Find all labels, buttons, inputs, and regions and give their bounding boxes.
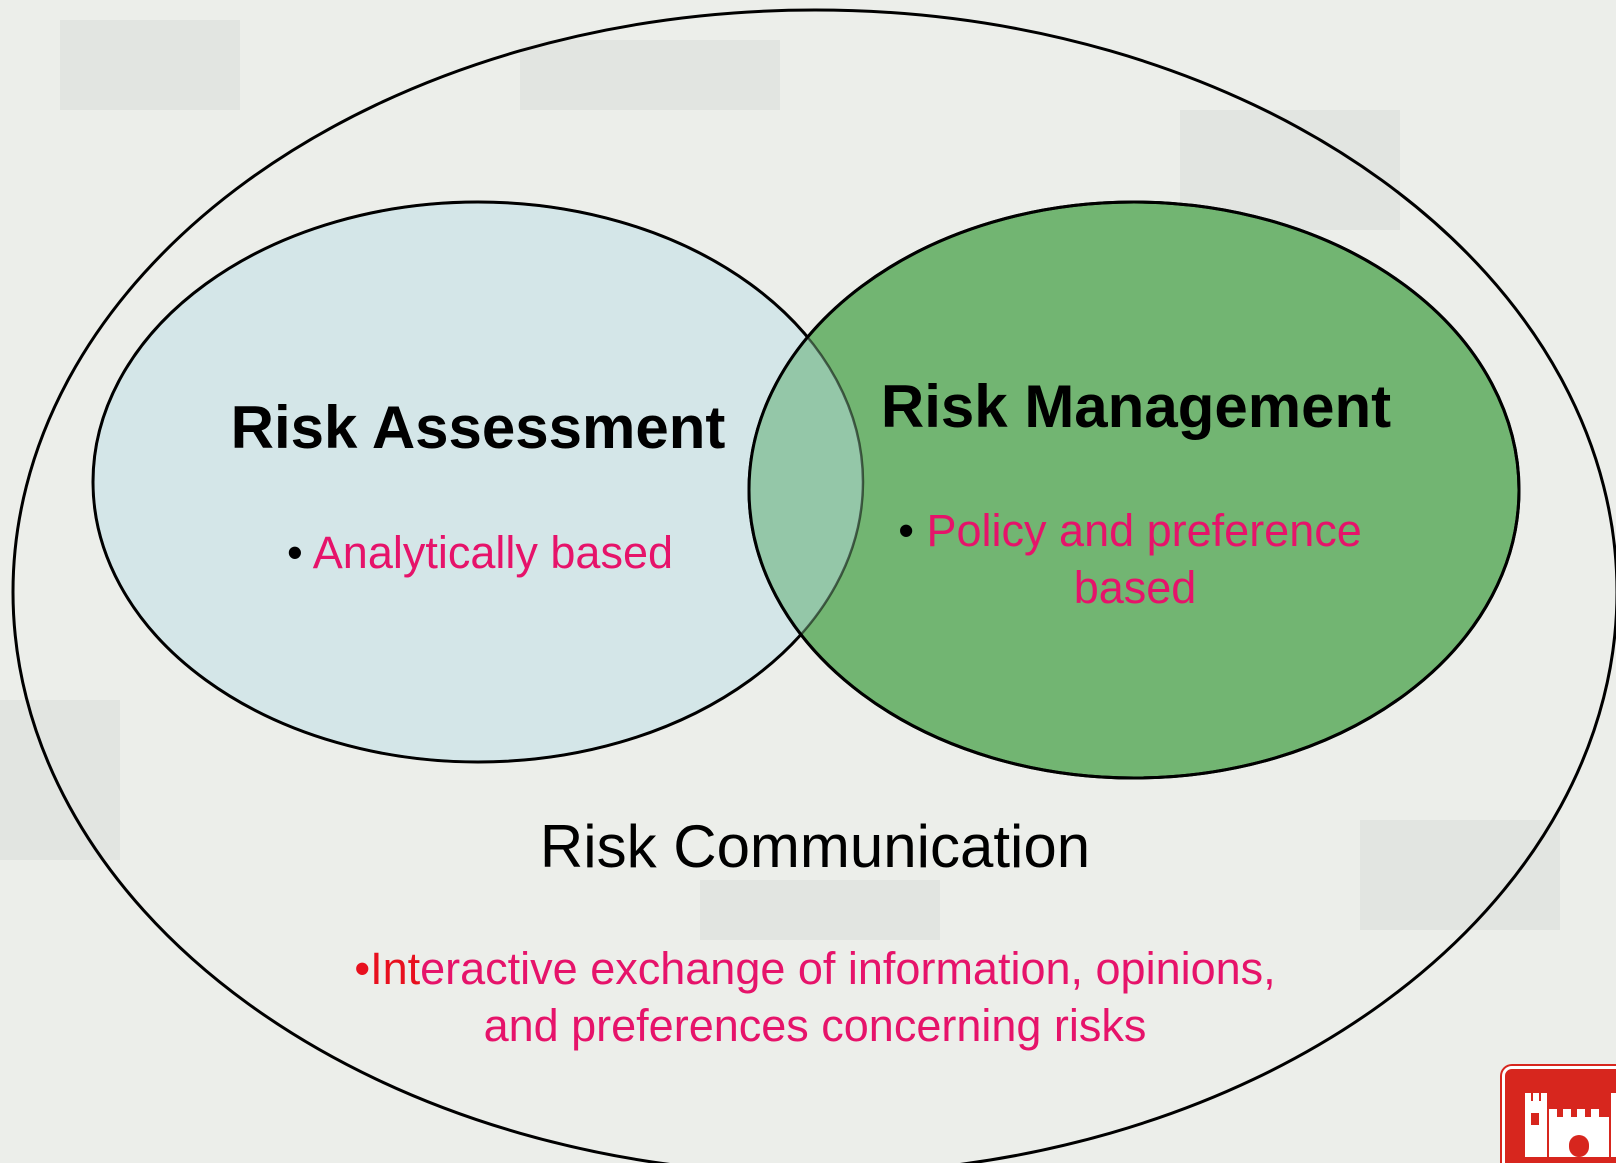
castle-icon	[1502, 1066, 1616, 1163]
risk-management-bullet-text: Policy and preference	[926, 505, 1362, 556]
outer-circle-risk-communication	[11, 8, 1616, 1163]
background-pattern	[520, 40, 780, 110]
risk-management-title: Risk Management	[880, 373, 1392, 440]
background-pattern	[0, 700, 120, 860]
castle-icon-graphic	[1525, 1093, 1616, 1157]
risk-assessment-title: Risk Assessment	[230, 394, 726, 461]
left-circle-outline	[91, 200, 865, 764]
left-circle-risk-assessment	[91, 200, 865, 764]
risk-communication-bullet-prefix: Int	[370, 943, 421, 994]
risk-management-bullet-line1: • Policy and preference	[870, 502, 1390, 559]
background-pattern	[60, 20, 240, 110]
risk-management-bullet-line2: based	[1073, 562, 1197, 613]
risk-communication-bullet-line1: •Interactive exchange of information, op…	[290, 940, 1340, 997]
right-circle-risk-management	[747, 200, 1521, 780]
bullet-marker: •	[898, 505, 914, 556]
bullet-marker: •	[354, 943, 371, 994]
risk-communication-title: Risk Communication	[539, 813, 1091, 880]
risk-assessment-bullet: • Analytically based	[260, 524, 700, 581]
risk-assessment-bullet-text: Analytically based	[312, 527, 673, 578]
bullet-marker: •	[287, 527, 303, 578]
right-circle-outline	[747, 200, 1521, 780]
risk-communication-bullet-line2: and preferences concerning risks	[483, 1000, 1147, 1051]
risk-communication-bullet-text: eractive exchange of information, opinio…	[420, 943, 1276, 994]
background-pattern	[700, 880, 940, 940]
background-pattern	[1360, 820, 1560, 930]
